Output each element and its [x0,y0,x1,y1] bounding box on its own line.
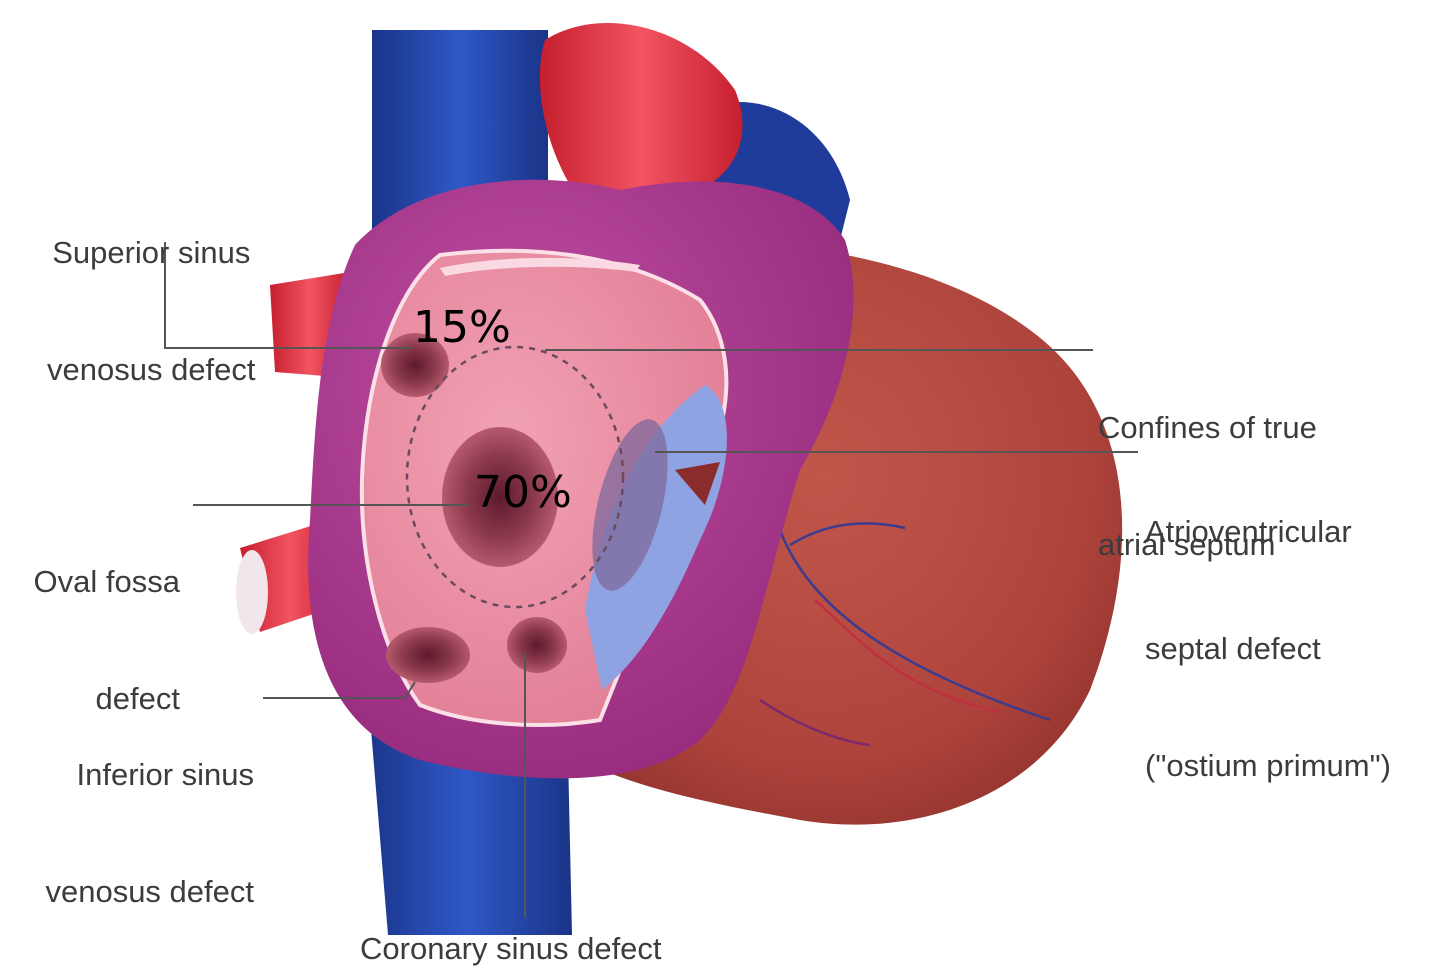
label-superior-sinus-venosus-defect: Superior sinus venosus defect [47,155,256,428]
label-line: Atrioventricular [1145,512,1391,551]
label-line: venosus defect [16,872,254,911]
label-line: ("ostium primum") [1145,746,1391,785]
label-line: venosus defect [47,350,256,389]
label-line: septal defect [1145,629,1391,668]
vein-opening [236,550,268,634]
label-line: Superior sinus [47,233,256,272]
label-line: Oval fossa [12,562,180,601]
coronary-sinus-hole [507,617,567,673]
label-inferior-sinus-venosus-defect: Inferior sinus venosus defect [16,677,254,950]
percentage-oval-fossa: 70% [474,471,572,515]
inferior-sinus-defect-hole [386,627,470,683]
label-atrioventricular-septal-defect: Atrioventricular septal defect ("ostium … [1145,434,1391,824]
label-line: Inferior sinus [16,755,254,794]
aorta [540,23,743,200]
label-coronary-sinus-defect: Coronary sinus defect [360,929,662,968]
percentage-superior-sinus: 15% [413,306,511,350]
